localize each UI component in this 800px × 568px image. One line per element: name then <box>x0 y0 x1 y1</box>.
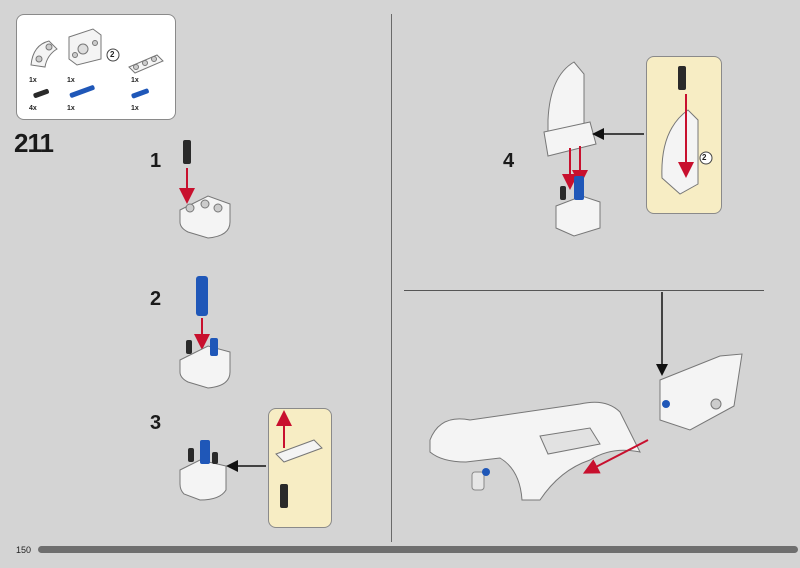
page-number: 150 <box>16 545 32 555</box>
part-beam-3-icon <box>128 54 164 74</box>
connector-badge-label: 2 <box>110 50 115 59</box>
step-3-number: 3 <box>150 412 162 434</box>
column-divider <box>391 14 392 542</box>
part-liftarm-bent-icon <box>30 40 58 68</box>
part-connector-block-icon <box>68 28 102 66</box>
connector-badge-circle <box>106 48 120 62</box>
qty-liftarm-bent: 1x <box>29 77 37 84</box>
parts-illustrations <box>30 28 164 99</box>
qty-connector-block: 1x <box>67 77 75 84</box>
qty-axle-pin-black: 4x <box>29 105 37 112</box>
qty-axle-pin-blue-long: 1x <box>67 105 75 112</box>
step-group-number: 211 <box>14 128 54 158</box>
part-axle-pin-blue-long-icon <box>69 85 95 98</box>
step-1-number: 1 <box>150 150 162 172</box>
step-3-illustration <box>179 410 323 508</box>
step-4-callout-badge: 2 <box>702 153 707 162</box>
section-divider <box>404 290 764 291</box>
parts-list-box: 1x 1x 1x 4x 1x 1x 2 <box>16 14 176 120</box>
step-4-number: 4 <box>503 150 515 172</box>
step-2-number: 2 <box>150 288 162 310</box>
qty-pin-blue: 1x <box>131 105 139 112</box>
part-axle-pin-black-icon <box>33 88 49 98</box>
step-4-illustration <box>543 61 713 237</box>
page-progress-bar <box>38 546 798 553</box>
step-3-callout <box>268 408 332 528</box>
final-assembly-illustration <box>429 292 743 501</box>
step-2-illustration <box>179 276 231 389</box>
qty-beam-3: 1x <box>131 77 139 84</box>
step-1-illustration <box>179 140 231 239</box>
part-pin-blue-icon <box>131 88 149 99</box>
